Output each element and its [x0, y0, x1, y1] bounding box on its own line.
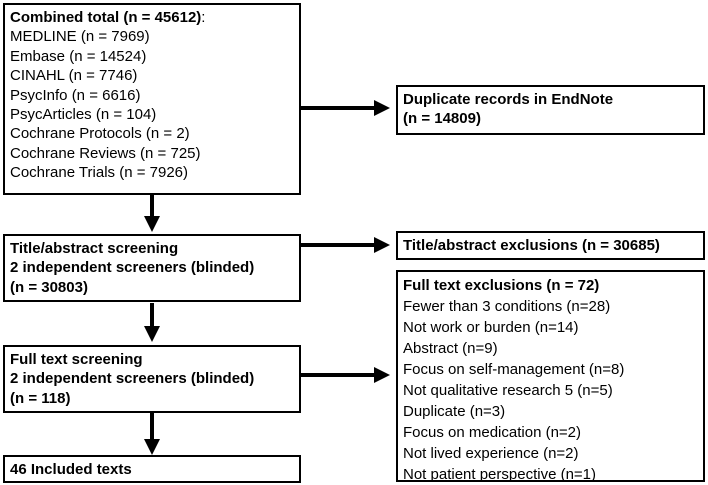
full-text-screening-box: Full text screening 2 independent screen…: [3, 345, 301, 413]
included-texts-box: 46 Included texts: [3, 455, 301, 483]
full-text-heading: Full text screening: [10, 351, 143, 368]
exclusion-reason: Not lived experience (n=2): [403, 445, 579, 462]
title-abstract-screeners: 2 independent screeners (blinded): [10, 259, 255, 277]
title-abstract-exclusions-label: Title/abstract exclusions (n = 30685): [403, 237, 660, 254]
source-cinahl: CINAHL (n = 7746): [10, 67, 138, 85]
exclusion-reason: Abstract (n=9): [403, 340, 498, 357]
source-psycinfo: PsycInfo (n = 6616): [10, 86, 141, 104]
exclusion-reason: Fewer than 3 conditions (n=28): [403, 298, 611, 315]
source-medline: MEDLINE (n = 7969): [10, 28, 150, 46]
exclusion-reason: Focus on medication (n=2): [403, 424, 582, 441]
title-abstract-screening-box: Title/abstract screening 2 independent s…: [3, 234, 301, 302]
full-text-count: (n = 118): [10, 389, 71, 407]
title-abstract-count: (n = 30803): [10, 278, 88, 296]
source-embase: Embase (n = 14524): [10, 47, 147, 65]
exclusion-reason: Focus on self-management (n=8): [403, 361, 625, 378]
included-texts-label: 46 Included texts: [10, 461, 132, 478]
source-cochrane-reviews: Cochrane Reviews (n = 725): [10, 144, 201, 162]
exclusion-reason: Not patient perspective (n=1): [403, 466, 597, 483]
full-text-screeners: 2 independent screeners (blinded): [10, 370, 255, 388]
source-psycarticles: PsycArticles (n = 104): [10, 106, 157, 124]
combined-total-title: Combined total (n = 45612):: [10, 9, 206, 26]
duplicates-count: (n = 14809): [403, 110, 481, 128]
duplicates-label: Duplicate records in EndNote: [403, 91, 614, 108]
source-cochrane-protocols: Cochrane Protocols (n = 2): [10, 125, 190, 143]
combined-total-box: Combined total (n = 45612): MEDLINE (n =…: [3, 3, 301, 195]
exclusion-reason: Not work or burden (n=14): [403, 319, 579, 336]
title-abstract-heading: Title/abstract screening: [10, 240, 179, 257]
full-text-exclusions-box: Full text exclusions (n = 72) Fewer than…: [396, 270, 705, 483]
exclusion-reason: Duplicate (n=3): [403, 403, 506, 420]
title-abstract-exclusions-box: Title/abstract exclusions (n = 30685): [396, 231, 705, 260]
source-cochrane-trials: Cochrane Trials (n = 7926): [10, 164, 189, 182]
duplicates-box: Duplicate records in EndNote (n = 14809): [396, 85, 705, 135]
full-text-exclusions-title: Full text exclusions (n = 72): [403, 277, 600, 294]
exclusion-reason: Not qualitative research 5 (n=5): [403, 382, 613, 399]
